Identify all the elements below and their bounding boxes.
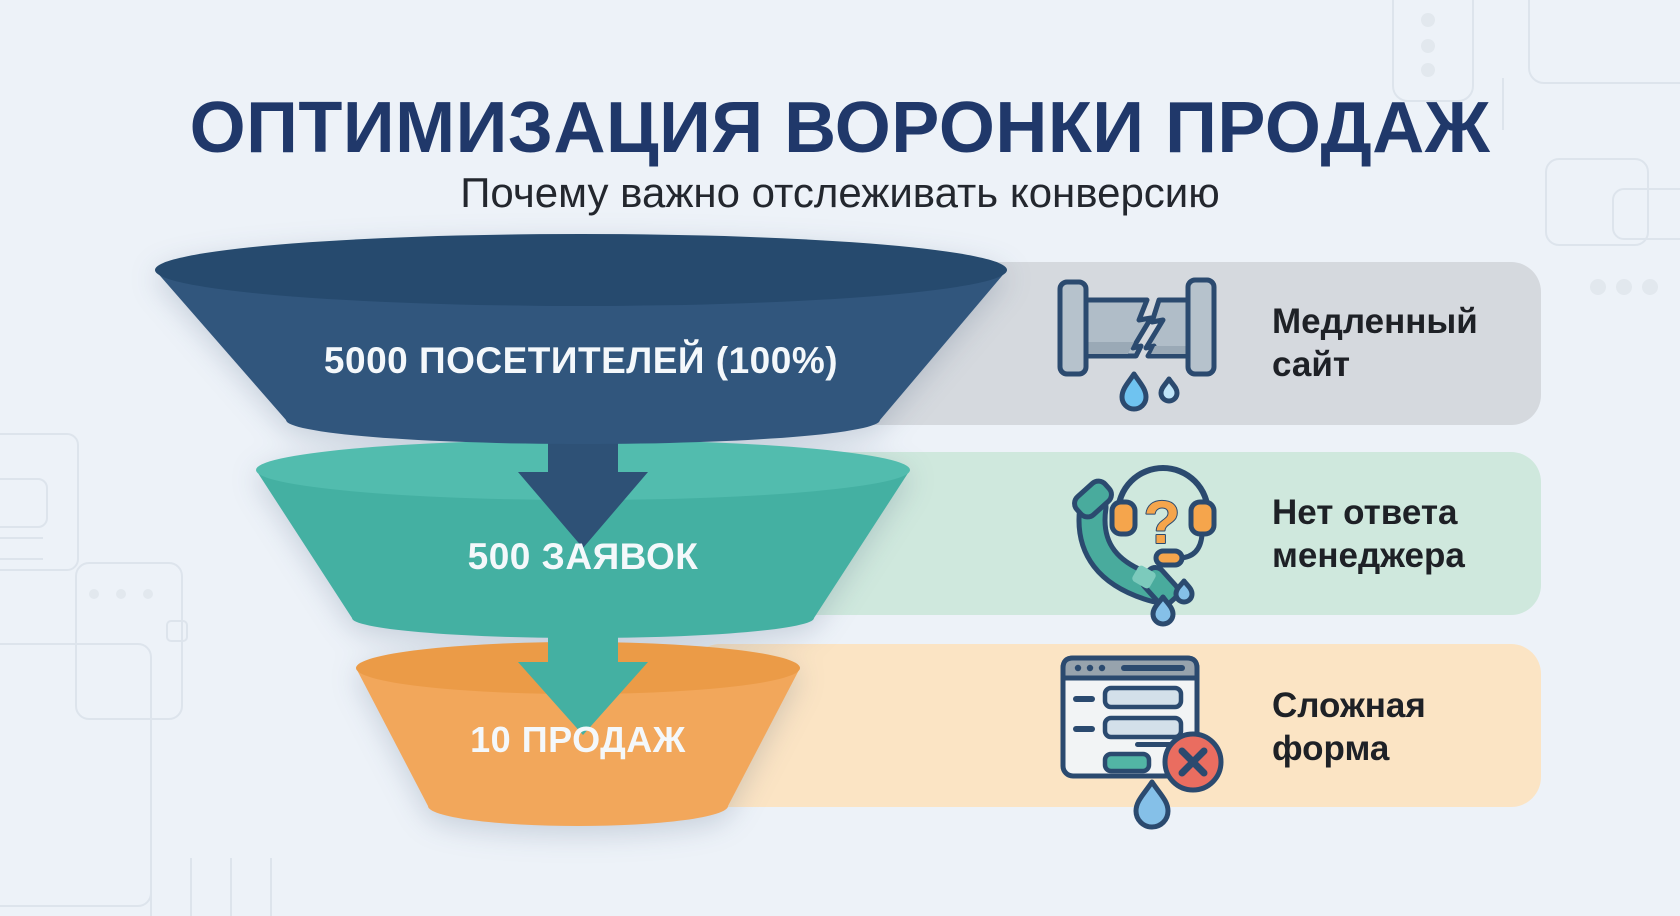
deco-line xyxy=(190,858,192,916)
deco-rect xyxy=(0,433,79,571)
funnel-stage1-label: 5000 ПОСЕТИТЕЛЕЙ (100%) xyxy=(323,340,839,381)
funnel-stage1-top xyxy=(155,234,1007,306)
complex-form-icon xyxy=(1060,655,1224,830)
deco-dot xyxy=(89,589,99,599)
deco-dot xyxy=(1421,39,1435,53)
deco-line xyxy=(230,858,232,916)
funnel-stage3-label: 10 ПРОДАЖ xyxy=(470,719,686,760)
funnel-stage2-label: 500 ЗАЯВОК xyxy=(467,536,699,577)
page-title: ОПТИМИЗАЦИЯ ВОРОНКИ ПРОДАЖ xyxy=(189,88,1491,168)
deco-rect xyxy=(1545,158,1649,246)
deco-rect xyxy=(1612,188,1680,240)
issue-label-line: Медленный xyxy=(1272,302,1478,341)
svg-text:?: ? xyxy=(1144,489,1181,556)
deco-dot xyxy=(1421,13,1435,27)
deco-line xyxy=(150,858,152,916)
funnel-stage3-body xyxy=(356,668,800,826)
issue-label-line: менеджера xyxy=(1272,536,1465,575)
issue-label-line: Сложная xyxy=(1272,686,1426,725)
deco-dot xyxy=(1642,279,1658,295)
deco-line xyxy=(0,558,43,560)
deco-rect xyxy=(166,620,188,642)
deco-rect xyxy=(1528,0,1680,84)
issue-label-line: Нет ответа xyxy=(1272,493,1458,532)
page-subtitle: Почему важно отслеживать конверсию xyxy=(460,169,1220,216)
deco-line xyxy=(0,537,43,539)
issue-label-line: форма xyxy=(1272,729,1390,768)
deco-dot xyxy=(143,589,153,599)
funnel-stage1-body xyxy=(155,270,1007,444)
funnel-stage2-body xyxy=(256,470,910,638)
issue-label-no-answer: Нет ответа менеджера xyxy=(1272,491,1552,577)
deco-line xyxy=(1502,78,1504,130)
deco-dot xyxy=(1421,63,1435,77)
issue-label-slow-site: Медленный сайт xyxy=(1272,300,1552,386)
issue-label-line: сайт xyxy=(1272,345,1351,384)
issue-label-complex-form: Сложная форма xyxy=(1272,684,1552,770)
deco-dot xyxy=(1616,279,1632,295)
deco-dot xyxy=(116,589,126,599)
deco-rect xyxy=(0,643,152,907)
broken-pipe-icon xyxy=(1057,277,1217,412)
phone-no-answer-icon: ? xyxy=(1072,465,1217,627)
deco-line xyxy=(270,858,272,916)
deco-dot xyxy=(1590,279,1606,295)
deco-rect xyxy=(0,478,48,528)
deco-rect xyxy=(1392,0,1474,102)
